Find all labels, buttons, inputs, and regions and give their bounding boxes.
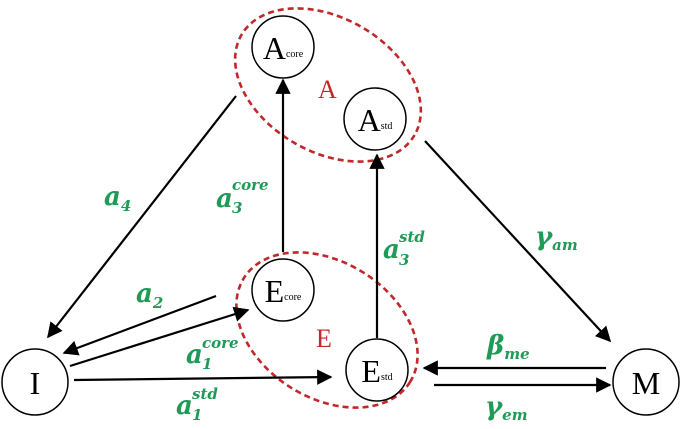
- group-e-outline: [235, 251, 419, 409]
- group-e-label: E: [316, 324, 332, 353]
- svg-text:γem: γem: [485, 392, 528, 424]
- node-a-core-label: A: [263, 30, 286, 66]
- rate-gamma-am: γam: [535, 222, 578, 254]
- rate-a4: a4: [104, 182, 131, 215]
- svg-text:Astd: Astd: [358, 102, 393, 138]
- rate-a3-std-base: a: [383, 235, 400, 265]
- node-m-label: M: [632, 365, 660, 401]
- svg-text:βme: βme: [486, 331, 530, 363]
- svg-text:a2: a2: [136, 279, 163, 312]
- rate-gamma-em-sub: em: [502, 406, 527, 424]
- rate-a3-core-sub: 3: [232, 199, 242, 217]
- node-e-std: Estd: [345, 338, 409, 402]
- rate-gamma-em-base: γ: [485, 392, 504, 422]
- node-e-std-label: E: [361, 353, 381, 389]
- rate-beta-me-sub: me: [504, 345, 529, 363]
- rate-a3-core: a core 3: [216, 176, 269, 217]
- rate-a1-core: a core 1: [186, 334, 239, 373]
- rate-a4-base: a: [104, 182, 121, 212]
- node-e-std-sub: std: [381, 372, 393, 383]
- node-e-core: Ecore: [251, 258, 315, 322]
- edge-i-to-e-std: [73, 369, 333, 385]
- rate-a3-std-sub: 3: [399, 251, 409, 269]
- rate-gamma-am-sub: am: [552, 236, 578, 254]
- rate-a3-core-sup: core: [232, 176, 269, 194]
- node-a-std-label: A: [358, 102, 381, 138]
- group-a-label: A: [318, 75, 337, 104]
- node-a-core: Acore: [251, 15, 315, 79]
- node-e-core-sub: core: [284, 292, 302, 303]
- rate-a1-std-base: a: [176, 391, 193, 421]
- node-m: M: [612, 348, 680, 416]
- rate-a3-std: a std 3: [383, 228, 425, 269]
- rate-a1-core-base: a: [186, 340, 203, 370]
- rate-gamma-am-base: γ: [535, 222, 554, 252]
- rate-a1-std-sub: 1: [192, 406, 202, 424]
- rate-a1-std-sup: std: [192, 385, 218, 403]
- node-i: I: [1, 348, 69, 416]
- rate-a1-core-sup: core: [202, 334, 239, 352]
- node-a-std-sub: std: [381, 121, 393, 132]
- rate-a1-core-sub: 1: [202, 355, 212, 373]
- edge-a-std-to-m: [424, 140, 612, 343]
- rate-gamma-em: γem: [485, 392, 528, 424]
- node-i-label: I: [30, 365, 41, 401]
- svg-text:Acore: Acore: [263, 30, 304, 66]
- rate-beta-me-base: β: [486, 331, 504, 361]
- svg-text:a4: a4: [104, 182, 131, 215]
- svg-text:Estd: Estd: [361, 353, 392, 389]
- rate-a2-sub: 2: [152, 294, 163, 312]
- rate-beta-me: βme: [486, 331, 530, 363]
- rate-a2: a2: [136, 279, 163, 312]
- svg-text:Ecore: Ecore: [265, 273, 302, 309]
- edge-e-core-to-i: [62, 294, 217, 356]
- edge-a-core-to-i: [47, 95, 237, 339]
- rate-a3-core-base: a: [216, 184, 233, 214]
- rate-a2-base: a: [136, 279, 153, 309]
- rate-a1-std: a std 1: [176, 385, 218, 424]
- rate-a3-std-sup: std: [399, 228, 425, 246]
- edge-i-to-e-core: [69, 306, 250, 368]
- group-a-outline: [233, 7, 423, 163]
- node-a-core-sub: core: [286, 49, 304, 60]
- rate-a4-sub: 4: [121, 197, 131, 215]
- svg-text:γam: γam: [535, 222, 578, 254]
- node-e-core-label: E: [265, 273, 285, 309]
- node-a-std: Astd: [343, 87, 407, 151]
